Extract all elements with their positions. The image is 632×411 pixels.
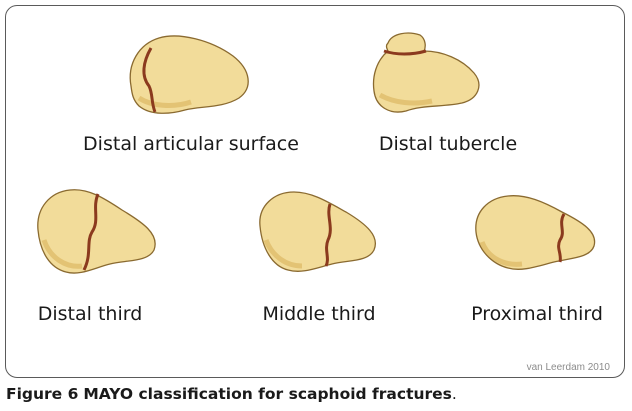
figure-panel: Distal articular surface Distal tubercle…	[5, 5, 625, 378]
caption-title: MAYO classification for scaphoid fractur…	[83, 385, 452, 403]
caption-period: .	[452, 385, 457, 403]
label-distal-third: Distal third	[38, 303, 143, 325]
label-middle-third: Middle third	[262, 303, 375, 325]
label-distal-tubercle: Distal tubercle	[379, 133, 517, 155]
image-credit: van Leerdam 2010	[527, 362, 610, 373]
caption-figure-number: Figure 6	[6, 385, 78, 403]
scaphoid-middle-third-illustration	[246, 178, 386, 283]
scaphoid-proximal-third-illustration	[464, 178, 604, 283]
figure-caption: Figure 6 MAYO classification for scaphoi…	[6, 385, 457, 403]
label-distal-articular-surface: Distal articular surface	[83, 133, 299, 155]
scaphoid-distal-third-illustration	[26, 178, 166, 283]
scaphoid-distal-tubercle-illustration	[366, 21, 491, 121]
label-proximal-third: Proximal third	[471, 303, 603, 325]
scaphoid-distal-articular-surface-illustration	[121, 26, 256, 121]
